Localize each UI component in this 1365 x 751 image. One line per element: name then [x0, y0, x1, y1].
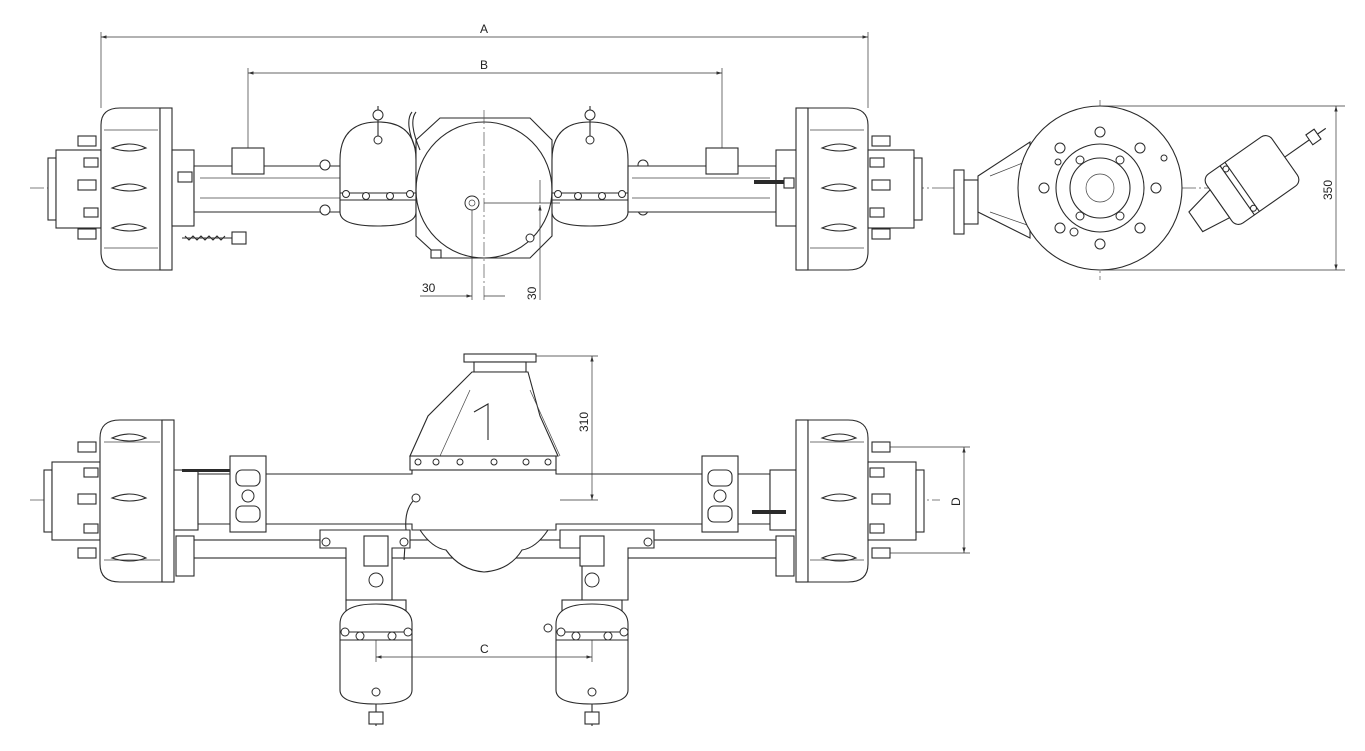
dimension-a-label: A [480, 22, 488, 36]
dimension-310: 310 [536, 355, 598, 501]
differential-carrier-bottom [403, 353, 561, 573]
right-hub-bottom [867, 441, 925, 559]
bottom-view: 310 D C [30, 353, 970, 726]
dimension-c: C [375, 640, 593, 662]
left-hub-bottom [43, 441, 101, 559]
left-brake-drum-top [100, 107, 173, 271]
dimension-310-label: 310 [577, 412, 591, 432]
left-hub-top [47, 135, 102, 240]
side-view: 350 [940, 100, 1345, 280]
dimension-350-label: 350 [1321, 180, 1335, 200]
top-view: A B 30 30 [30, 22, 940, 300]
differential-housing-top [408, 110, 553, 300]
left-brake-chamber-bottom [319, 529, 413, 726]
dimension-d-label: D [949, 497, 963, 506]
right-brake-chamber-bottom [543, 529, 655, 726]
dimension-d: D [890, 446, 970, 554]
left-brake-drum-bottom [99, 419, 175, 583]
dimension-b-label: B [480, 58, 488, 72]
right-brake-drum-top [795, 107, 869, 271]
left-brake-chamber-top [319, 106, 417, 227]
right-axle-tube-top [627, 147, 799, 227]
dimension-30-vertical: 30 [484, 180, 560, 300]
dimension-30-horizontal: 30 [420, 210, 505, 300]
side-bolt-holes [1038, 126, 1168, 250]
right-hub-top [867, 135, 923, 240]
dimension-30-v-label: 30 [525, 286, 539, 300]
right-brake-drum-bottom [795, 419, 869, 583]
side-brake-chamber [1188, 127, 1327, 233]
dimension-b: B [247, 58, 723, 148]
right-spring-seat [701, 455, 739, 533]
left-axle-tube-top [171, 147, 346, 245]
dimension-c-label: C [480, 642, 489, 656]
dimension-350: 350 [1100, 105, 1345, 271]
dimension-30-h-label: 30 [422, 281, 436, 295]
dimension-a: A [100, 22, 869, 108]
left-spring-seat [229, 455, 267, 533]
